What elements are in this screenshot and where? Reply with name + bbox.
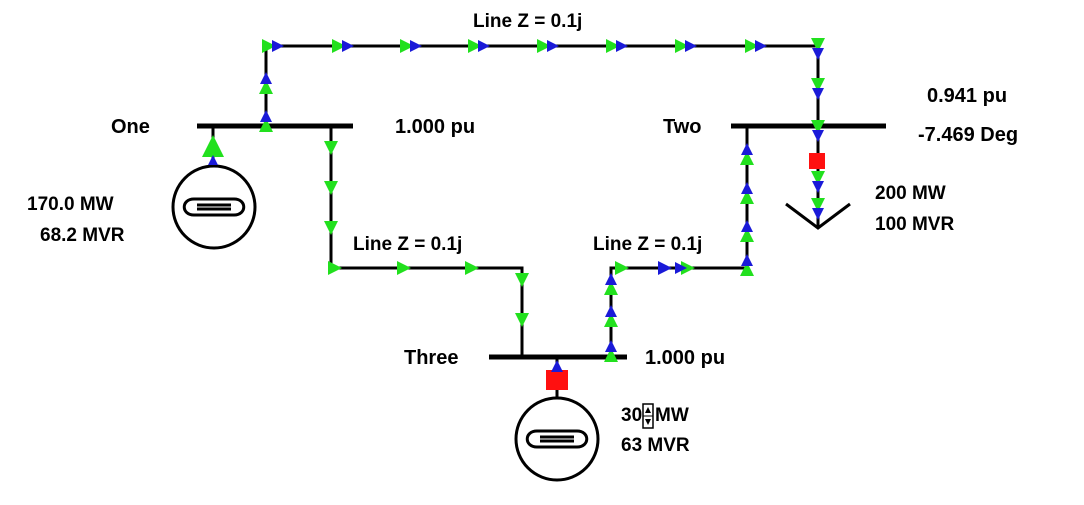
flow-arrows <box>202 38 825 372</box>
spinner-up-icon[interactable] <box>645 407 651 413</box>
flow-arrow-icon <box>260 72 272 84</box>
gen-one-mvr: 68.2 MVR <box>40 225 125 246</box>
flow-arrow-icon <box>332 39 346 53</box>
flow-arrow-icon <box>397 261 411 275</box>
flow-arrow-icon <box>604 348 618 362</box>
flow-arrow-icon <box>551 360 563 372</box>
gen-three-mw-value[interactable]: 30 <box>621 405 642 426</box>
flow-arrow-icon <box>741 220 753 232</box>
flow-arrow-icon <box>616 40 628 52</box>
flow-arrow-icon <box>262 39 276 53</box>
flow-arrow-icon <box>259 118 273 132</box>
bus-two-angle: -7.469 Deg <box>918 124 1018 146</box>
flow-arrow-icon <box>400 39 414 53</box>
flow-arrow-icon <box>259 80 273 94</box>
bus-three-voltage: 1.000 pu <box>645 347 725 369</box>
flow-arrow-icon <box>740 151 754 165</box>
bus-three-name: Three <box>404 347 458 369</box>
flow-arrow-icon <box>681 261 695 275</box>
flow-arrow-icon <box>272 40 284 52</box>
load-mvr: 100 MVR <box>875 214 954 235</box>
generator-symbol-icon <box>182 197 246 217</box>
gen-three-mw-unit: MW <box>655 405 689 426</box>
line-one-three-label: Line Z = 0.1j <box>353 234 462 255</box>
flow-arrow-icon <box>410 40 422 52</box>
flow-arrow-icon <box>740 228 754 242</box>
generator-symbol-icon <box>525 429 589 449</box>
flow-arrow-icon <box>812 88 824 100</box>
flow-arrow-icon <box>811 171 825 185</box>
line-one-three[interactable] <box>329 126 524 357</box>
flow-arrow-icon <box>604 281 618 295</box>
flow-arrow-icon <box>812 181 824 193</box>
flow-arrow-icon <box>328 261 342 275</box>
load-arrow-icon[interactable] <box>785 202 851 230</box>
gen-three-mvr: 63 MVR <box>621 435 690 456</box>
flow-arrow-icon <box>615 261 629 275</box>
flow-arrow-icon <box>658 261 672 275</box>
flow-arrow-icon <box>547 40 559 52</box>
bus-one-name: One <box>111 116 150 138</box>
flow-arrow-icon <box>208 155 218 165</box>
flow-arrow-icon <box>606 39 620 53</box>
flow-arrow-icon <box>202 135 224 157</box>
flow-arrow-icon <box>812 208 824 220</box>
bus-two-voltage: 0.941 pu <box>927 85 1007 107</box>
flow-arrow-icon <box>324 221 338 235</box>
flow-arrow-icon <box>324 141 338 155</box>
flow-arrow-icon <box>741 182 753 194</box>
generator-one[interactable] <box>171 164 257 250</box>
flow-arrow-icon <box>811 78 825 92</box>
flow-arrow-icon <box>605 305 617 317</box>
flow-arrow-icon <box>740 190 754 204</box>
load-breaker[interactable] <box>809 153 825 169</box>
flow-arrow-icon <box>675 39 689 53</box>
flow-arrow-icon <box>741 254 753 266</box>
flow-arrow-icon <box>812 48 824 60</box>
bus-one-voltage: 1.000 pu <box>395 116 475 138</box>
flow-arrow-icon <box>685 40 697 52</box>
flow-arrow-icon <box>741 143 753 155</box>
line-one-two-label: Line Z = 0.1j <box>473 11 582 32</box>
flow-arrow-icon <box>260 110 272 122</box>
flow-arrow-icon <box>812 130 824 142</box>
flow-arrow-icon <box>465 261 479 275</box>
flow-arrow-icon <box>478 40 490 52</box>
flow-arrow-icon <box>811 38 825 52</box>
line-three-two-label: Line Z = 0.1j <box>593 234 702 255</box>
flow-arrow-icon <box>745 39 759 53</box>
flow-arrow-icon <box>515 273 529 287</box>
flow-arrow-icon <box>324 181 338 195</box>
line-one-two[interactable] <box>264 44 820 126</box>
load-mw: 200 MW <box>875 183 946 204</box>
flow-arrow-icon <box>811 120 825 134</box>
flow-arrow-icon <box>605 273 617 285</box>
flow-arrow-icon <box>755 40 767 52</box>
gen-three-breaker[interactable] <box>546 370 568 390</box>
flow-arrow-icon <box>537 39 551 53</box>
flow-arrow-icon <box>604 313 618 327</box>
spinner-down-icon[interactable] <box>645 419 651 425</box>
generator-three[interactable] <box>514 396 600 482</box>
gen-one-mw: 170.0 MW <box>27 194 114 215</box>
flow-arrow-icon <box>605 340 617 352</box>
flow-arrow-icon <box>740 262 754 276</box>
flow-arrow-icon <box>342 40 354 52</box>
flow-arrow-icon <box>811 198 825 212</box>
flow-arrow-icon <box>515 313 529 327</box>
bus-two-name: Two <box>663 116 702 138</box>
gen-three-mw-spinner[interactable] <box>642 403 654 429</box>
flow-arrow-icon <box>675 262 687 274</box>
flow-arrow-icon <box>468 39 482 53</box>
